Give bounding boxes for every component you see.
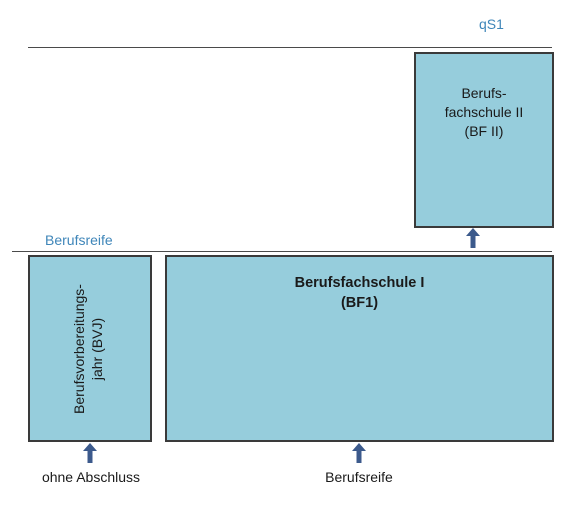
entry-label-berufsreife: Berufsreife [325, 469, 393, 485]
level-line-qs1 [28, 47, 552, 48]
entry-label-ohne-abschluss: ohne Abschluss [41, 469, 141, 485]
box-berufsvorbereitungsjahr: Berufsvorbereitungs- jahr (BVJ) [28, 255, 152, 442]
box-bf2-line3: (BF II) [464, 122, 504, 139]
box-bvj-text: Berufsvorbereitungs- jahr (BVJ) [70, 259, 114, 439]
box-bf2-line1: Berufs- [461, 85, 507, 101]
box-bf1-text: Berufsfachschule I (BF1) [167, 274, 552, 313]
box-bf1-line2: (BF1) [340, 294, 379, 311]
level-label-berufsreife: Berufsreife [45, 232, 113, 248]
level-label-qs1: qS1 [479, 16, 504, 32]
level-line-berufsreife [12, 251, 552, 252]
box-bf2-line2: fachschule II [444, 103, 524, 120]
box-bvj-line1: Berufsvorbereitungs- [71, 284, 87, 414]
box-bf2-text: Berufs- fachschule II (BF II) [416, 84, 552, 141]
arrow-bf1-to-bf2 [466, 228, 480, 248]
arrow-entry-bvj [83, 443, 97, 463]
arrow-entry-bf1 [352, 443, 366, 463]
box-bf1-line1: Berufsfachschule I [294, 275, 425, 291]
box-berufsfachschule-2: Berufs- fachschule II (BF II) [414, 52, 554, 228]
box-berufsfachschule-1: Berufsfachschule I (BF1) [165, 255, 554, 442]
box-bvj-line2: jahr (BVJ) [89, 317, 106, 381]
